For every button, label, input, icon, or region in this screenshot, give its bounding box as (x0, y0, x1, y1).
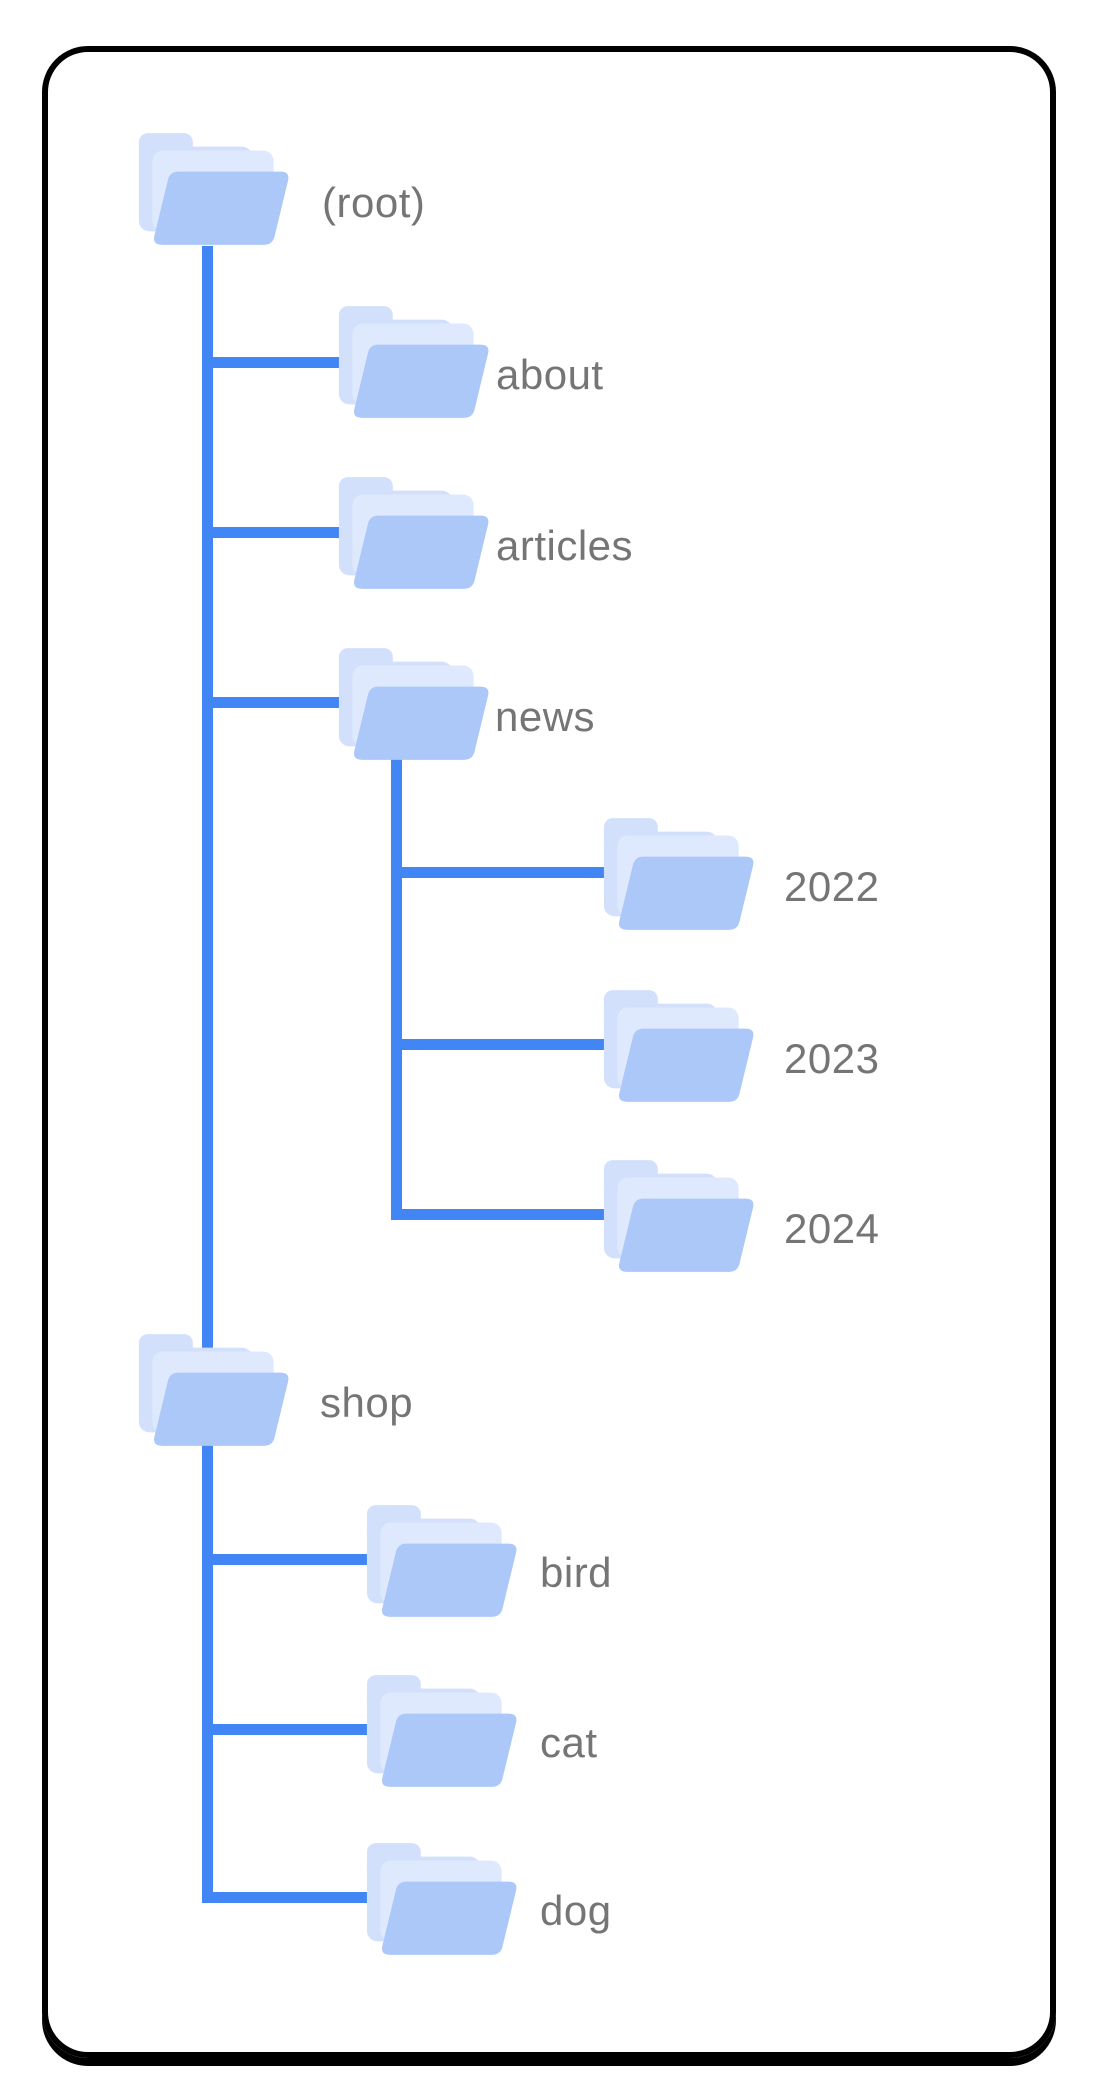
folder-icon-2022 (603, 818, 754, 930)
folder-icon-2023 (603, 990, 754, 1102)
connector-branch-2024 (391, 1209, 625, 1220)
folder-icon-about (338, 306, 489, 418)
folder-label-about: about (496, 351, 604, 398)
frame-border (42, 46, 1056, 2058)
connector-news-trunk (391, 756, 402, 1220)
folder-icon-bird (366, 1505, 517, 1617)
folder-label-bird: bird (540, 1549, 613, 1596)
folder-label-2022: 2022 (784, 863, 880, 910)
folder-label-2024: 2024 (784, 1205, 880, 1252)
folder-icon-2024 (603, 1160, 754, 1272)
connector-branch-cat (202, 1724, 385, 1735)
folder-icon-dog (366, 1843, 517, 1955)
connector-branch-news (202, 697, 355, 708)
connector-branch-dog (202, 1892, 385, 1903)
folder-icon-shop (138, 1334, 289, 1446)
folder-icon-root (138, 133, 289, 245)
connector-root-trunk (202, 246, 213, 1903)
folder-icon-news (338, 648, 489, 760)
folder-label-dog: dog (540, 1887, 612, 1934)
folder-label-2023: 2023 (784, 1035, 880, 1082)
connector-branch-articles (202, 527, 355, 538)
connector-branch-2022 (391, 867, 625, 878)
folder-label-news: news (495, 693, 596, 740)
folder-icon-articles (338, 477, 489, 589)
folder-label-root: (root) (322, 179, 426, 226)
connector-branch-2023 (391, 1039, 625, 1050)
connector-branch-about (202, 357, 355, 368)
folder-label-shop: shop (320, 1379, 414, 1426)
connector-branch-bird (202, 1554, 385, 1565)
folder-label-articles: articles (496, 522, 634, 569)
folder-label-cat: cat (540, 1719, 598, 1766)
folder-icon-cat (366, 1675, 517, 1787)
